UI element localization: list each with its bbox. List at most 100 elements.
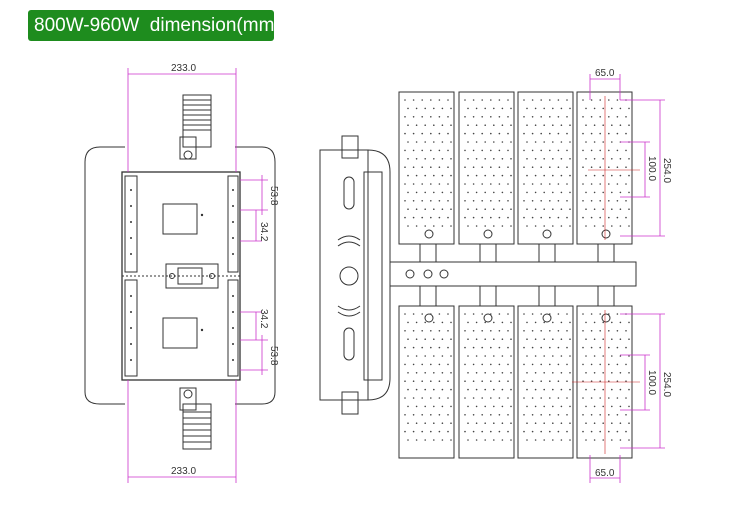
led-dot (569, 388, 571, 391)
led-dot (447, 149, 449, 152)
led-dot (464, 216, 466, 219)
led-dot (404, 397, 406, 399)
module-top-2 (458, 91, 515, 245)
led-dot (549, 99, 551, 101)
led-dot (552, 388, 554, 391)
led-dot (566, 149, 568, 152)
led-dot (608, 363, 610, 366)
led-dot (582, 132, 584, 135)
led-dot (472, 313, 475, 315)
led-dot (557, 99, 560, 101)
led-dot (507, 346, 509, 349)
led-dot (484, 225, 487, 227)
led-dot (490, 330, 492, 332)
led-dot (424, 372, 427, 374)
led-dot (510, 405, 512, 408)
led-dot (531, 380, 534, 383)
led-dot (484, 124, 487, 126)
led-dot (430, 363, 432, 366)
led-dot (415, 174, 418, 177)
led-dot (412, 430, 415, 433)
led-dot (628, 321, 630, 324)
led-dot (593, 338, 596, 341)
led-dot (475, 191, 478, 194)
led-dot (433, 422, 435, 425)
led-dot (552, 124, 554, 126)
led-dot (438, 346, 441, 349)
led-dot (472, 132, 475, 135)
led-dot (490, 414, 492, 416)
led-dot (549, 430, 551, 433)
module-bottom-1 (398, 305, 455, 459)
led-dot (557, 430, 560, 433)
led-dot (593, 107, 596, 110)
led-dot (593, 321, 596, 324)
led-dot (560, 439, 563, 441)
led-dot (501, 338, 504, 341)
led-dot (498, 346, 501, 349)
led-dot (616, 397, 619, 399)
led-dot (602, 208, 604, 210)
led-dot (484, 422, 487, 425)
led-dot (484, 174, 487, 177)
led-dot (628, 208, 630, 210)
led-dot (526, 208, 528, 210)
led-dot (569, 141, 571, 143)
led-dot (484, 107, 487, 110)
led-dot (441, 405, 444, 408)
led-dot (582, 313, 584, 315)
led-dot (599, 397, 601, 399)
led-dot (507, 200, 509, 202)
led-dot (628, 191, 630, 194)
led-dot (590, 132, 593, 135)
led-dot (424, 107, 427, 110)
led-dot (585, 208, 587, 210)
front-lower-small-label: 53.8 (268, 346, 279, 366)
module-top-4 (576, 91, 633, 245)
led-dot (404, 183, 406, 185)
led-dot (472, 200, 475, 202)
pivot-hole (339, 266, 359, 286)
led-dot (619, 321, 622, 324)
led-dot (424, 405, 427, 408)
led-dot (464, 149, 466, 152)
module-bottom-3 (517, 305, 574, 459)
led-dot (467, 405, 469, 408)
led-dot (557, 414, 560, 416)
led-dot (430, 430, 432, 433)
led-dot (523, 380, 525, 383)
led-dot (599, 313, 601, 315)
led-dot (475, 141, 478, 143)
led-dot (523, 430, 525, 433)
led-dot (616, 363, 619, 366)
led-dot (523, 330, 525, 332)
led-dot (625, 132, 627, 135)
led-dot (608, 397, 610, 399)
led-dot (481, 132, 484, 135)
led-dot (593, 439, 596, 441)
led-dot (450, 439, 452, 441)
led-dot (582, 330, 584, 332)
led-dot (540, 166, 542, 168)
led-dot (523, 313, 525, 315)
led-dot (424, 208, 427, 210)
led-dot (464, 363, 466, 366)
led-dot (447, 132, 449, 135)
led-dot (628, 338, 630, 341)
led-dot (560, 338, 563, 341)
led-dot (540, 430, 542, 433)
led-dot (549, 330, 551, 332)
led-dot (415, 141, 418, 143)
led-dot (490, 397, 492, 399)
led-dot (625, 363, 627, 366)
led-dot (415, 422, 418, 425)
led-dot (523, 414, 525, 416)
led-dot (447, 99, 449, 101)
led-dot (438, 330, 441, 332)
led-dot (611, 372, 613, 374)
led-dot (498, 166, 501, 168)
module-array (398, 91, 633, 459)
led-dot (475, 422, 478, 425)
led-dot (415, 124, 418, 126)
